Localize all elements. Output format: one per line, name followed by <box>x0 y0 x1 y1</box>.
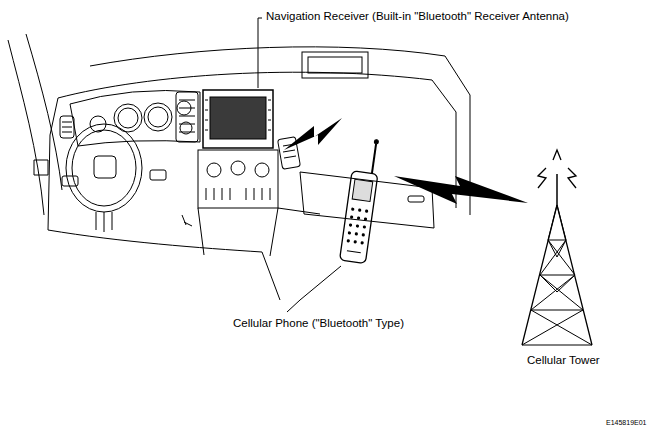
dashboard-drawing <box>48 98 58 230</box>
dashboard-drawing <box>262 208 320 300</box>
cellular-tower-drawing <box>556 174 558 205</box>
cellular-tower-drawing <box>538 168 546 188</box>
dashboard-drawing <box>205 100 271 130</box>
dashboard-drawing <box>198 150 278 208</box>
cellular-phone-drawing <box>374 140 379 145</box>
dashboard-drawing <box>118 108 138 128</box>
cellular-phone-drawing <box>355 232 359 236</box>
dashboard-drawing <box>206 188 270 200</box>
cellular-phone-drawing <box>364 217 368 221</box>
cellular-phone-drawing <box>346 239 350 243</box>
cellular-phone-drawing <box>348 231 352 235</box>
cellular-tower-drawing <box>522 310 592 345</box>
dashboard-drawing <box>34 160 48 175</box>
dashboard-drawing <box>144 103 172 131</box>
dashboard-drawing <box>148 107 168 127</box>
dashboard-drawing <box>94 156 116 178</box>
leader-line <box>258 18 262 88</box>
dashboard-drawing <box>308 57 362 73</box>
dashboard-drawing <box>26 34 62 190</box>
leader-line <box>258 18 341 312</box>
cellular-tower-drawing <box>522 205 592 345</box>
cellular-phone-drawing <box>361 233 365 237</box>
dashboard-drawing <box>48 230 262 252</box>
figure-code: E145819E01 <box>606 419 646 427</box>
dashboard-drawing <box>114 104 142 132</box>
dashboard-drawing <box>62 122 72 132</box>
cellular-tower-drawing <box>522 150 592 345</box>
dashboard-drawing <box>231 161 245 175</box>
dashboard-drawing <box>182 215 192 226</box>
part-label: Cellular Phone ("Bluetooth" Type) <box>233 317 404 331</box>
cellular-tower-drawing <box>553 150 561 160</box>
cellular-phone-drawing <box>349 223 353 227</box>
dashboard-drawing <box>203 90 273 148</box>
dashboard-drawing <box>179 100 195 132</box>
dashboard-drawing <box>96 212 112 232</box>
leader-line <box>287 266 341 312</box>
cellular-phone-drawing <box>346 207 368 244</box>
wireless-signal <box>284 118 528 204</box>
dashboard-drawing <box>60 116 74 138</box>
dashboard-drawing <box>255 163 269 177</box>
cellular-tower-drawing <box>540 240 575 275</box>
cellular-phone-drawing <box>347 251 361 253</box>
cellular-phone-drawing <box>365 209 369 213</box>
cellular-tower-drawing <box>540 240 575 292</box>
dashboard-drawing <box>198 208 278 256</box>
cellular-phone-drawing <box>351 207 355 211</box>
cellular-phone-drawing <box>353 240 357 244</box>
dashboard-drawing <box>302 52 368 78</box>
dashboard-drawing <box>150 170 166 180</box>
dashboard-drawing <box>176 92 198 142</box>
cellular-phone-drawing <box>340 137 383 263</box>
cellular-phone-drawing <box>340 171 378 264</box>
wireless-signal <box>394 176 528 204</box>
dashboard-drawing <box>62 176 78 186</box>
dashboard-drawing <box>408 196 424 202</box>
dashboard-drawing <box>70 91 200 147</box>
cellular-phone-drawing <box>352 179 373 201</box>
cellular-phone-drawing <box>360 241 364 245</box>
part-label: Navigation Receiver (Built-in "Bluetooth… <box>266 10 569 24</box>
cellular-phone-drawing <box>350 215 354 219</box>
wireless-signal <box>284 118 342 150</box>
cellular-phone-drawing <box>363 225 367 229</box>
dashboard-drawing <box>210 97 266 139</box>
dashboard-drawing <box>8 40 44 215</box>
cellular-phone-drawing <box>358 208 362 212</box>
dashboard-drawing <box>8 34 470 300</box>
cellular-tower-drawing <box>548 205 566 240</box>
dashboard-drawing <box>207 163 221 177</box>
cellular-phone-drawing <box>356 224 360 228</box>
cellular-tower-drawing <box>522 240 592 345</box>
dashboard-drawing <box>90 47 445 66</box>
cellular-phone-drawing <box>357 216 361 220</box>
dashboard-drawing <box>66 124 142 212</box>
dashboard-drawing <box>72 130 136 206</box>
cellular-phone-drawing <box>372 144 376 174</box>
cellular-tower-drawing <box>568 168 576 188</box>
part-label: Cellular Tower <box>527 354 600 368</box>
